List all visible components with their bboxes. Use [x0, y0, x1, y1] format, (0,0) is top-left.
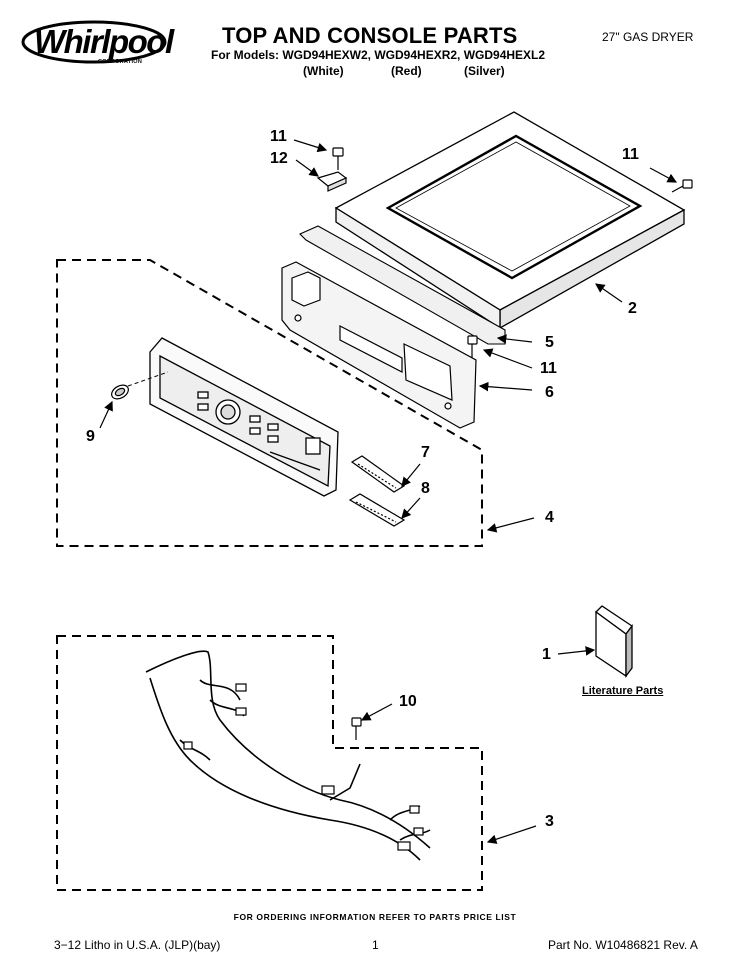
callout-11-right: 11	[622, 146, 639, 163]
callout-5: 5	[545, 334, 554, 351]
dryer-type: 27" GAS DRYER	[602, 30, 694, 44]
model-list: For Models: WGD94HEXW2, WGD94HEXR2, WGD9…	[211, 48, 546, 62]
color-label-red: (Red)	[391, 64, 422, 78]
leader-arrows	[99, 139, 678, 844]
harness-group-outline	[56, 635, 483, 891]
screw-and-bracket	[316, 147, 348, 192]
keypad-strips	[348, 455, 406, 527]
harness-connectors	[183, 683, 424, 851]
callout-1: 1	[542, 646, 551, 663]
wiring-harness	[145, 650, 431, 861]
literature-parts-label: Literature Parts	[582, 685, 664, 697]
color-label-white: (White)	[303, 64, 344, 78]
screw-harness	[351, 717, 362, 740]
console-back	[281, 261, 477, 429]
ordering-info: FOR ORDERING INFORMATION REFER TO PARTS …	[233, 912, 517, 922]
console-group-outline	[56, 259, 483, 547]
brand-subtitle: CORPORATION	[98, 59, 143, 65]
callout-7: 7	[421, 444, 430, 461]
screw-mid	[467, 335, 478, 358]
knob	[111, 384, 129, 400]
top-panel	[334, 111, 686, 330]
litho-info: 3−12 Litho in U.S.A. (JLP)(bay)	[54, 938, 221, 952]
callout-11-top: 11	[270, 128, 287, 145]
page-number: 1	[372, 938, 379, 952]
callout-3: 3	[545, 813, 554, 830]
brand-name: Whirlpool	[34, 23, 174, 60]
page-title: TOP AND CONSOLE PARTS	[222, 23, 518, 48]
literature-book	[595, 605, 633, 678]
console-front	[149, 337, 339, 497]
screw-right	[671, 179, 693, 193]
whirlpool-logo	[21, 20, 167, 64]
callout-9: 9	[86, 428, 95, 445]
callout-10: 10	[399, 693, 417, 710]
callout-8: 8	[421, 480, 430, 497]
bracket-rail	[299, 225, 506, 345]
callout-12: 12	[270, 150, 288, 167]
callout-6: 6	[545, 384, 554, 401]
callout-4: 4	[545, 509, 554, 526]
callout-2: 2	[628, 300, 637, 317]
callout-11-mid: 11	[540, 360, 557, 377]
color-label-silver: (Silver)	[464, 64, 505, 78]
part-number: Part No. W10486821 Rev. A	[548, 938, 698, 952]
